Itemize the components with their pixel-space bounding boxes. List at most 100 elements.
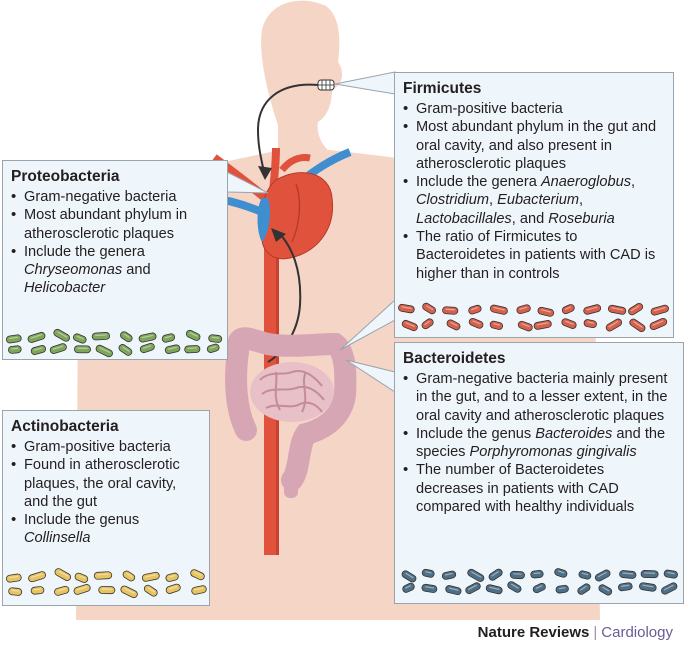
bullet-text: Gram-positive bacteria bbox=[24, 439, 171, 455]
bacteria-icon bbox=[533, 320, 552, 330]
bacteria-icon bbox=[122, 570, 136, 582]
bacteria-icon bbox=[488, 568, 503, 581]
bacteria-icon bbox=[91, 332, 111, 341]
bullet-text: Clostridium bbox=[416, 192, 489, 209]
intestine-icon bbox=[225, 327, 357, 498]
bacteria-icon bbox=[54, 568, 72, 581]
bacteria-icon bbox=[489, 320, 504, 330]
bacteria-icon bbox=[164, 344, 181, 354]
bacteria-icon bbox=[138, 332, 157, 343]
bullet-text: Helicobacter bbox=[24, 280, 106, 297]
bacteroidetes-bullets: Gram-negative bacteria mainly present in… bbox=[403, 370, 675, 516]
bullet-text: Gram-negative bacteria mainly present in… bbox=[416, 371, 668, 424]
bacteria-icon bbox=[617, 582, 633, 592]
bullet-text: , bbox=[579, 192, 584, 209]
bacteria-icon bbox=[28, 571, 47, 583]
bacteria-icon bbox=[8, 345, 22, 354]
arrowhead-heart-bottom bbox=[271, 228, 286, 242]
bacteria-icon bbox=[446, 319, 461, 331]
bacteria-icon bbox=[421, 318, 434, 330]
bacteria-icon bbox=[441, 570, 457, 580]
bacteroidetes-bullet: The number of Bacteroidetes decreases in… bbox=[403, 461, 675, 516]
bacteria-icon bbox=[49, 343, 67, 354]
bacteria-icon bbox=[583, 304, 602, 315]
arrowhead-heart-top bbox=[258, 166, 272, 180]
bullet-text: Most abundant phylum in the gut and oral… bbox=[416, 119, 657, 172]
bacteria-icon bbox=[73, 333, 87, 344]
bacteria-icon bbox=[554, 568, 568, 578]
bacteria-icon bbox=[628, 302, 644, 316]
bacteria-icon bbox=[141, 571, 160, 582]
bacteria-icon bbox=[661, 582, 678, 595]
bullet-text: Chryseomonas bbox=[24, 262, 123, 279]
bacteria-icon bbox=[640, 570, 659, 579]
actinobacteria-bullets: Gram-positive bacteriaFound in atheroscl… bbox=[11, 438, 201, 548]
bacteria-icon bbox=[30, 345, 47, 355]
actinobacteria-bacteria bbox=[5, 568, 207, 599]
teeth-icon bbox=[317, 79, 335, 91]
bacteria-icon bbox=[143, 584, 158, 597]
bacteroidetes-bacteria bbox=[401, 568, 678, 596]
proteobacteria-bacteria bbox=[5, 328, 223, 358]
bullet-text: Include the genus bbox=[416, 425, 536, 442]
bullet-text: Porphyromonas gingivalis bbox=[469, 444, 637, 461]
journal-credit: Nature Reviews|Cardiology bbox=[478, 624, 673, 642]
bacteria-icon bbox=[465, 582, 481, 595]
journal-section: Cardiology bbox=[601, 624, 673, 641]
bacteria-icon bbox=[30, 586, 45, 595]
bacteria-icon bbox=[98, 586, 116, 595]
arrow-mouth-to-heart bbox=[256, 83, 319, 173]
proteobacteria-bullet: Gram-negative bacteria bbox=[11, 188, 219, 207]
bullet-text: Include the genera bbox=[24, 243, 145, 260]
bullet-text: Gram-negative bacteria bbox=[24, 189, 177, 205]
bacteria-icon bbox=[93, 571, 113, 580]
bacteria-icon bbox=[516, 304, 531, 315]
bacteria-icon bbox=[54, 585, 70, 596]
bullet-text: Lactobacillales bbox=[416, 210, 512, 227]
firmicutes-bacteria bbox=[398, 302, 669, 332]
firmicutes-bullet: Most abundant phylum in the gut and oral… bbox=[403, 118, 665, 173]
bacteria-icon bbox=[190, 569, 205, 581]
bacteria-icon bbox=[639, 582, 657, 592]
bacteria-icon bbox=[577, 583, 591, 595]
bacteria-icon bbox=[401, 319, 418, 332]
firmicutes-bullets: Gram-positive bacteriaMost abundant phyl… bbox=[403, 100, 665, 283]
bacteria-icon bbox=[561, 318, 577, 329]
bacteria-icon bbox=[120, 585, 138, 599]
bullet-text: Most abundant phylum in atherosclerotic … bbox=[24, 207, 188, 242]
bacteria-icon bbox=[27, 331, 46, 343]
bacteria-icon bbox=[537, 306, 555, 317]
journal-name: Nature Reviews bbox=[477, 624, 590, 641]
pointer-firmicutes bbox=[334, 71, 396, 95]
bacteria-icon bbox=[73, 584, 91, 595]
bacteria-icon bbox=[53, 328, 70, 342]
bullet-text: , bbox=[488, 192, 498, 209]
bacteria-icon bbox=[165, 572, 179, 582]
actinobacteria-bullet: Found in atherosclerotic plaques, the or… bbox=[11, 456, 201, 511]
bacteria-icon bbox=[607, 304, 627, 315]
firmicutes-bullet: Include the genera Anaeroglobus, Clostri… bbox=[403, 173, 665, 228]
bacteria-icon bbox=[398, 303, 415, 314]
bacteria-icon bbox=[468, 317, 484, 329]
bacteria-icon bbox=[139, 342, 155, 354]
bacteria-icon bbox=[663, 569, 678, 579]
bacteria-icon bbox=[208, 334, 223, 343]
actinobacteria-bullet: Gram-positive bacteria bbox=[11, 438, 201, 457]
bacteria-icon bbox=[8, 587, 23, 596]
bacteria-icon bbox=[507, 581, 522, 593]
firmicutes-bullet: Gram-positive bacteria bbox=[403, 100, 665, 119]
bacteria-icon bbox=[161, 333, 176, 343]
bacteria-icon bbox=[445, 585, 462, 596]
bacteroidetes-panel: Bacteroidetes Gram-negative bacteria mai… bbox=[394, 342, 684, 604]
bacteria-icon bbox=[650, 304, 669, 316]
bacteria-icon bbox=[442, 306, 459, 315]
credit-separator: | bbox=[593, 624, 598, 641]
bullet-text: Roseburia bbox=[548, 210, 615, 227]
actinobacteria-panel: Actinobacteria Gram-positive bacteriaFou… bbox=[2, 410, 210, 606]
bacteria-icon bbox=[594, 569, 611, 582]
bullet-text: Include the genus bbox=[24, 512, 140, 529]
firmicutes-panel: Firmicutes Gram-positive bacteriaMost ab… bbox=[394, 72, 674, 338]
bacteria-icon bbox=[468, 304, 482, 315]
bacteria-icon bbox=[489, 304, 508, 315]
bacteria-icon bbox=[120, 331, 133, 343]
